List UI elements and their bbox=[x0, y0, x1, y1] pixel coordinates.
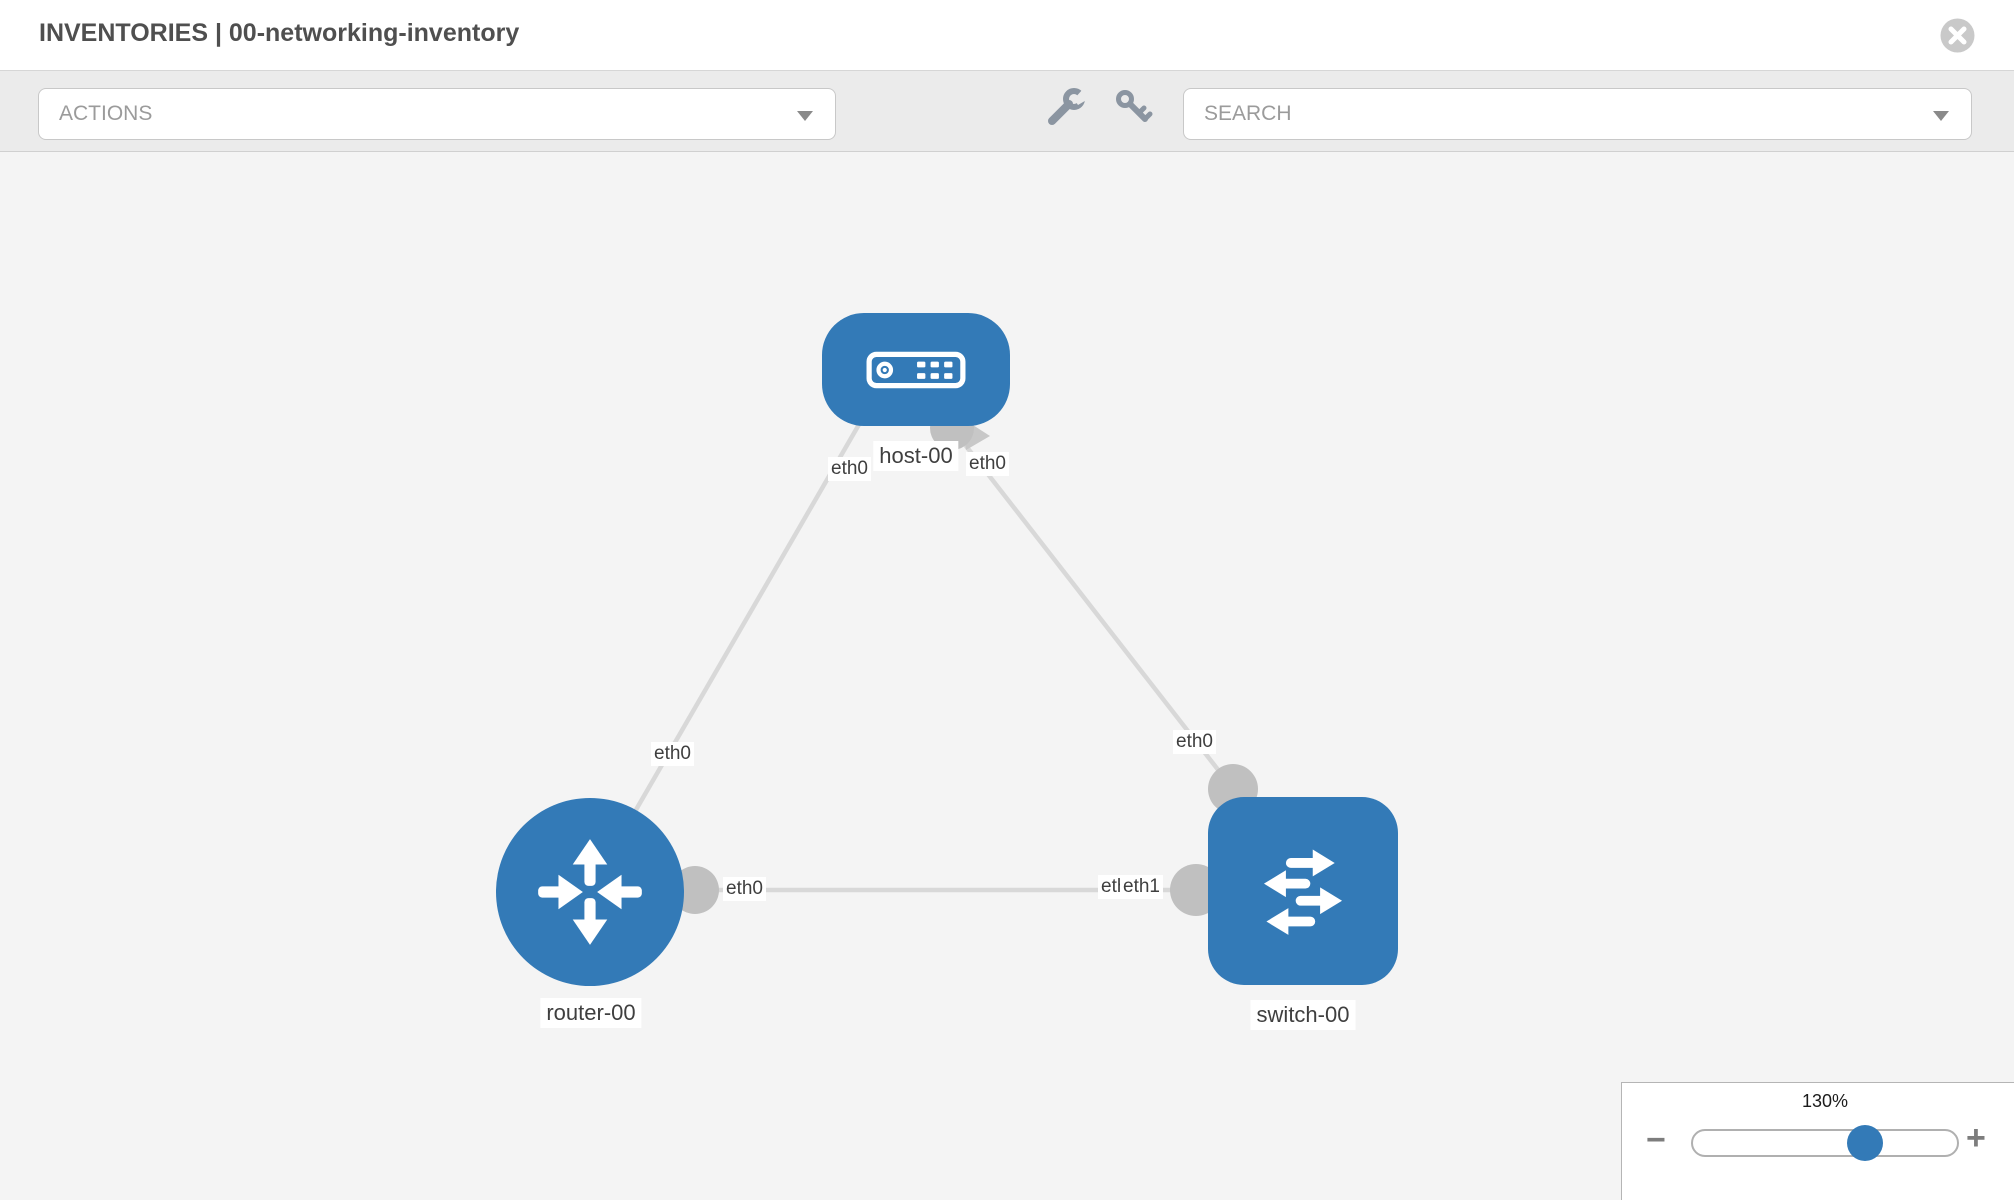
node-label-switch: switch-00 bbox=[1250, 1000, 1356, 1030]
close-icon bbox=[1940, 18, 1975, 53]
toolbar: ACTIONS SEARCH bbox=[0, 70, 2014, 152]
zoom-panel: 130% − + bbox=[1621, 1082, 2014, 1200]
interface-label: eth0 bbox=[651, 742, 694, 766]
interface-label: eth0 bbox=[1173, 730, 1216, 754]
header: INVENTORIES | 00-networking-inventory bbox=[0, 0, 2014, 70]
caret-down-icon bbox=[797, 111, 813, 121]
links-layer bbox=[598, 400, 1258, 916]
zoom-level: 130% bbox=[1801, 1091, 1849, 1111]
actions-dropdown-label: ACTIONS bbox=[59, 102, 153, 125]
router-icon bbox=[538, 839, 642, 945]
link-host-switch bbox=[950, 426, 1235, 791]
interface-label: eth1 bbox=[1120, 875, 1163, 899]
node-label-router: router-00 bbox=[540, 998, 642, 1028]
node-router-00[interactable] bbox=[496, 798, 684, 986]
host-icon bbox=[866, 351, 966, 388]
node-host-00[interactable] bbox=[822, 313, 1010, 426]
node-switch-00[interactable] bbox=[1208, 797, 1398, 985]
wrench-icon[interactable] bbox=[1044, 85, 1088, 129]
page-title: INVENTORIES | 00-networking-inventory bbox=[39, 19, 520, 47]
zoom-slider-handle[interactable] bbox=[1847, 1125, 1883, 1161]
zoom-slider-track[interactable] bbox=[1691, 1125, 1959, 1161]
link-host-router bbox=[598, 400, 874, 874]
search-placeholder: SEARCH bbox=[1204, 102, 1292, 125]
topology-canvas[interactable]: host-00 router-00 switch-00 eth0 eth0 et… bbox=[0, 152, 2014, 1200]
actions-dropdown[interactable]: ACTIONS bbox=[38, 88, 836, 140]
interface-label: eth0 bbox=[966, 452, 1009, 476]
interface-label: eth0 bbox=[723, 877, 766, 901]
switch-icon bbox=[1263, 849, 1343, 935]
zoom-out-button[interactable]: − bbox=[1646, 1121, 1666, 1159]
close-button[interactable] bbox=[1940, 18, 1975, 53]
caret-down-icon bbox=[1933, 111, 1949, 121]
zoom-in-button[interactable]: + bbox=[1966, 1119, 1986, 1157]
node-label-host: host-00 bbox=[873, 441, 959, 471]
search-dropdown[interactable]: SEARCH bbox=[1183, 88, 1972, 140]
key-icon[interactable] bbox=[1114, 88, 1154, 128]
interface-label: eth0 bbox=[828, 457, 871, 481]
